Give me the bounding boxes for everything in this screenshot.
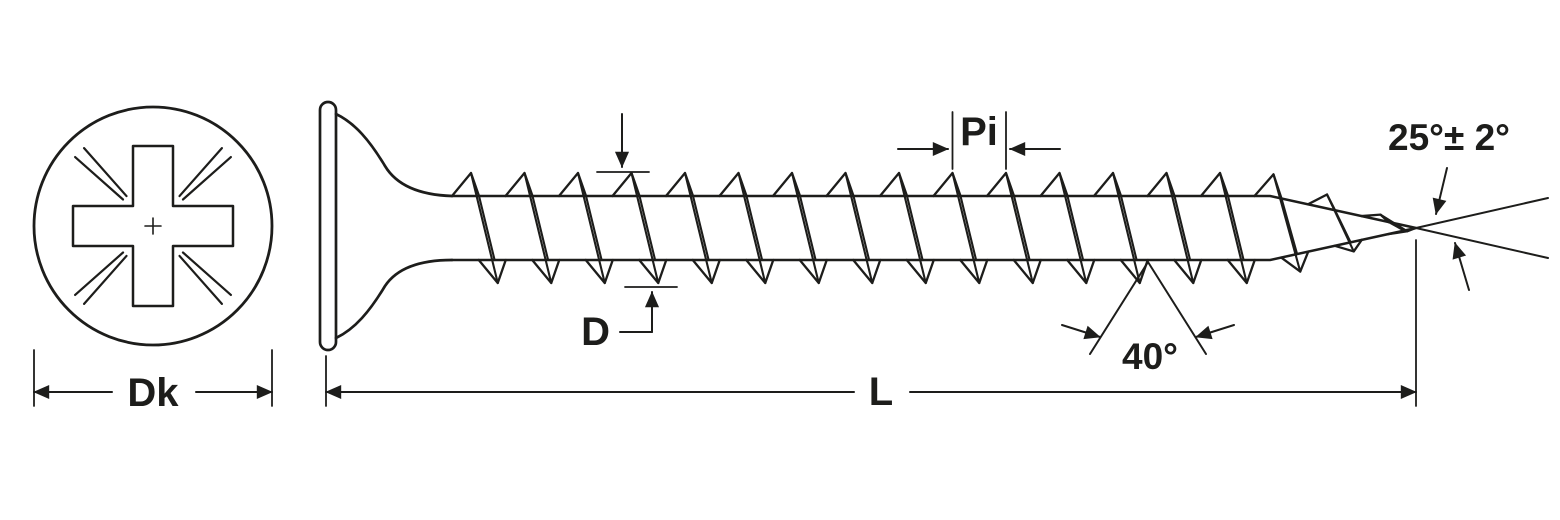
dim-thread-diameter	[596, 113, 678, 333]
label-thread-diameter: D	[581, 310, 610, 354]
recess-center-mark	[144, 217, 162, 235]
dim-length	[325, 239, 1417, 407]
label-head-diameter: Dk	[127, 371, 179, 415]
pozidriv-recess-cross	[71, 144, 235, 308]
head-outline-circle	[32, 105, 274, 347]
label-tip-angle: 25°± 2°	[1388, 117, 1510, 158]
thread-detail	[74, 147, 1417, 305]
dim-tip-angle	[1415, 167, 1549, 291]
label-pitch: Pi	[960, 110, 998, 154]
dim-thread-angle	[1061, 261, 1235, 355]
label-length: L	[869, 370, 893, 414]
screw-head-flange	[318, 100, 338, 352]
screw-head-bugle-bottom	[334, 258, 454, 340]
dimension-lines	[33, 111, 1549, 407]
screw-head-front-view	[32, 105, 274, 347]
screw-head-bugle-top	[334, 112, 454, 198]
dim-pitch	[897, 111, 1061, 170]
label-thread-angle: 40°	[1122, 336, 1178, 377]
dim-head-diameter	[33, 349, 273, 407]
